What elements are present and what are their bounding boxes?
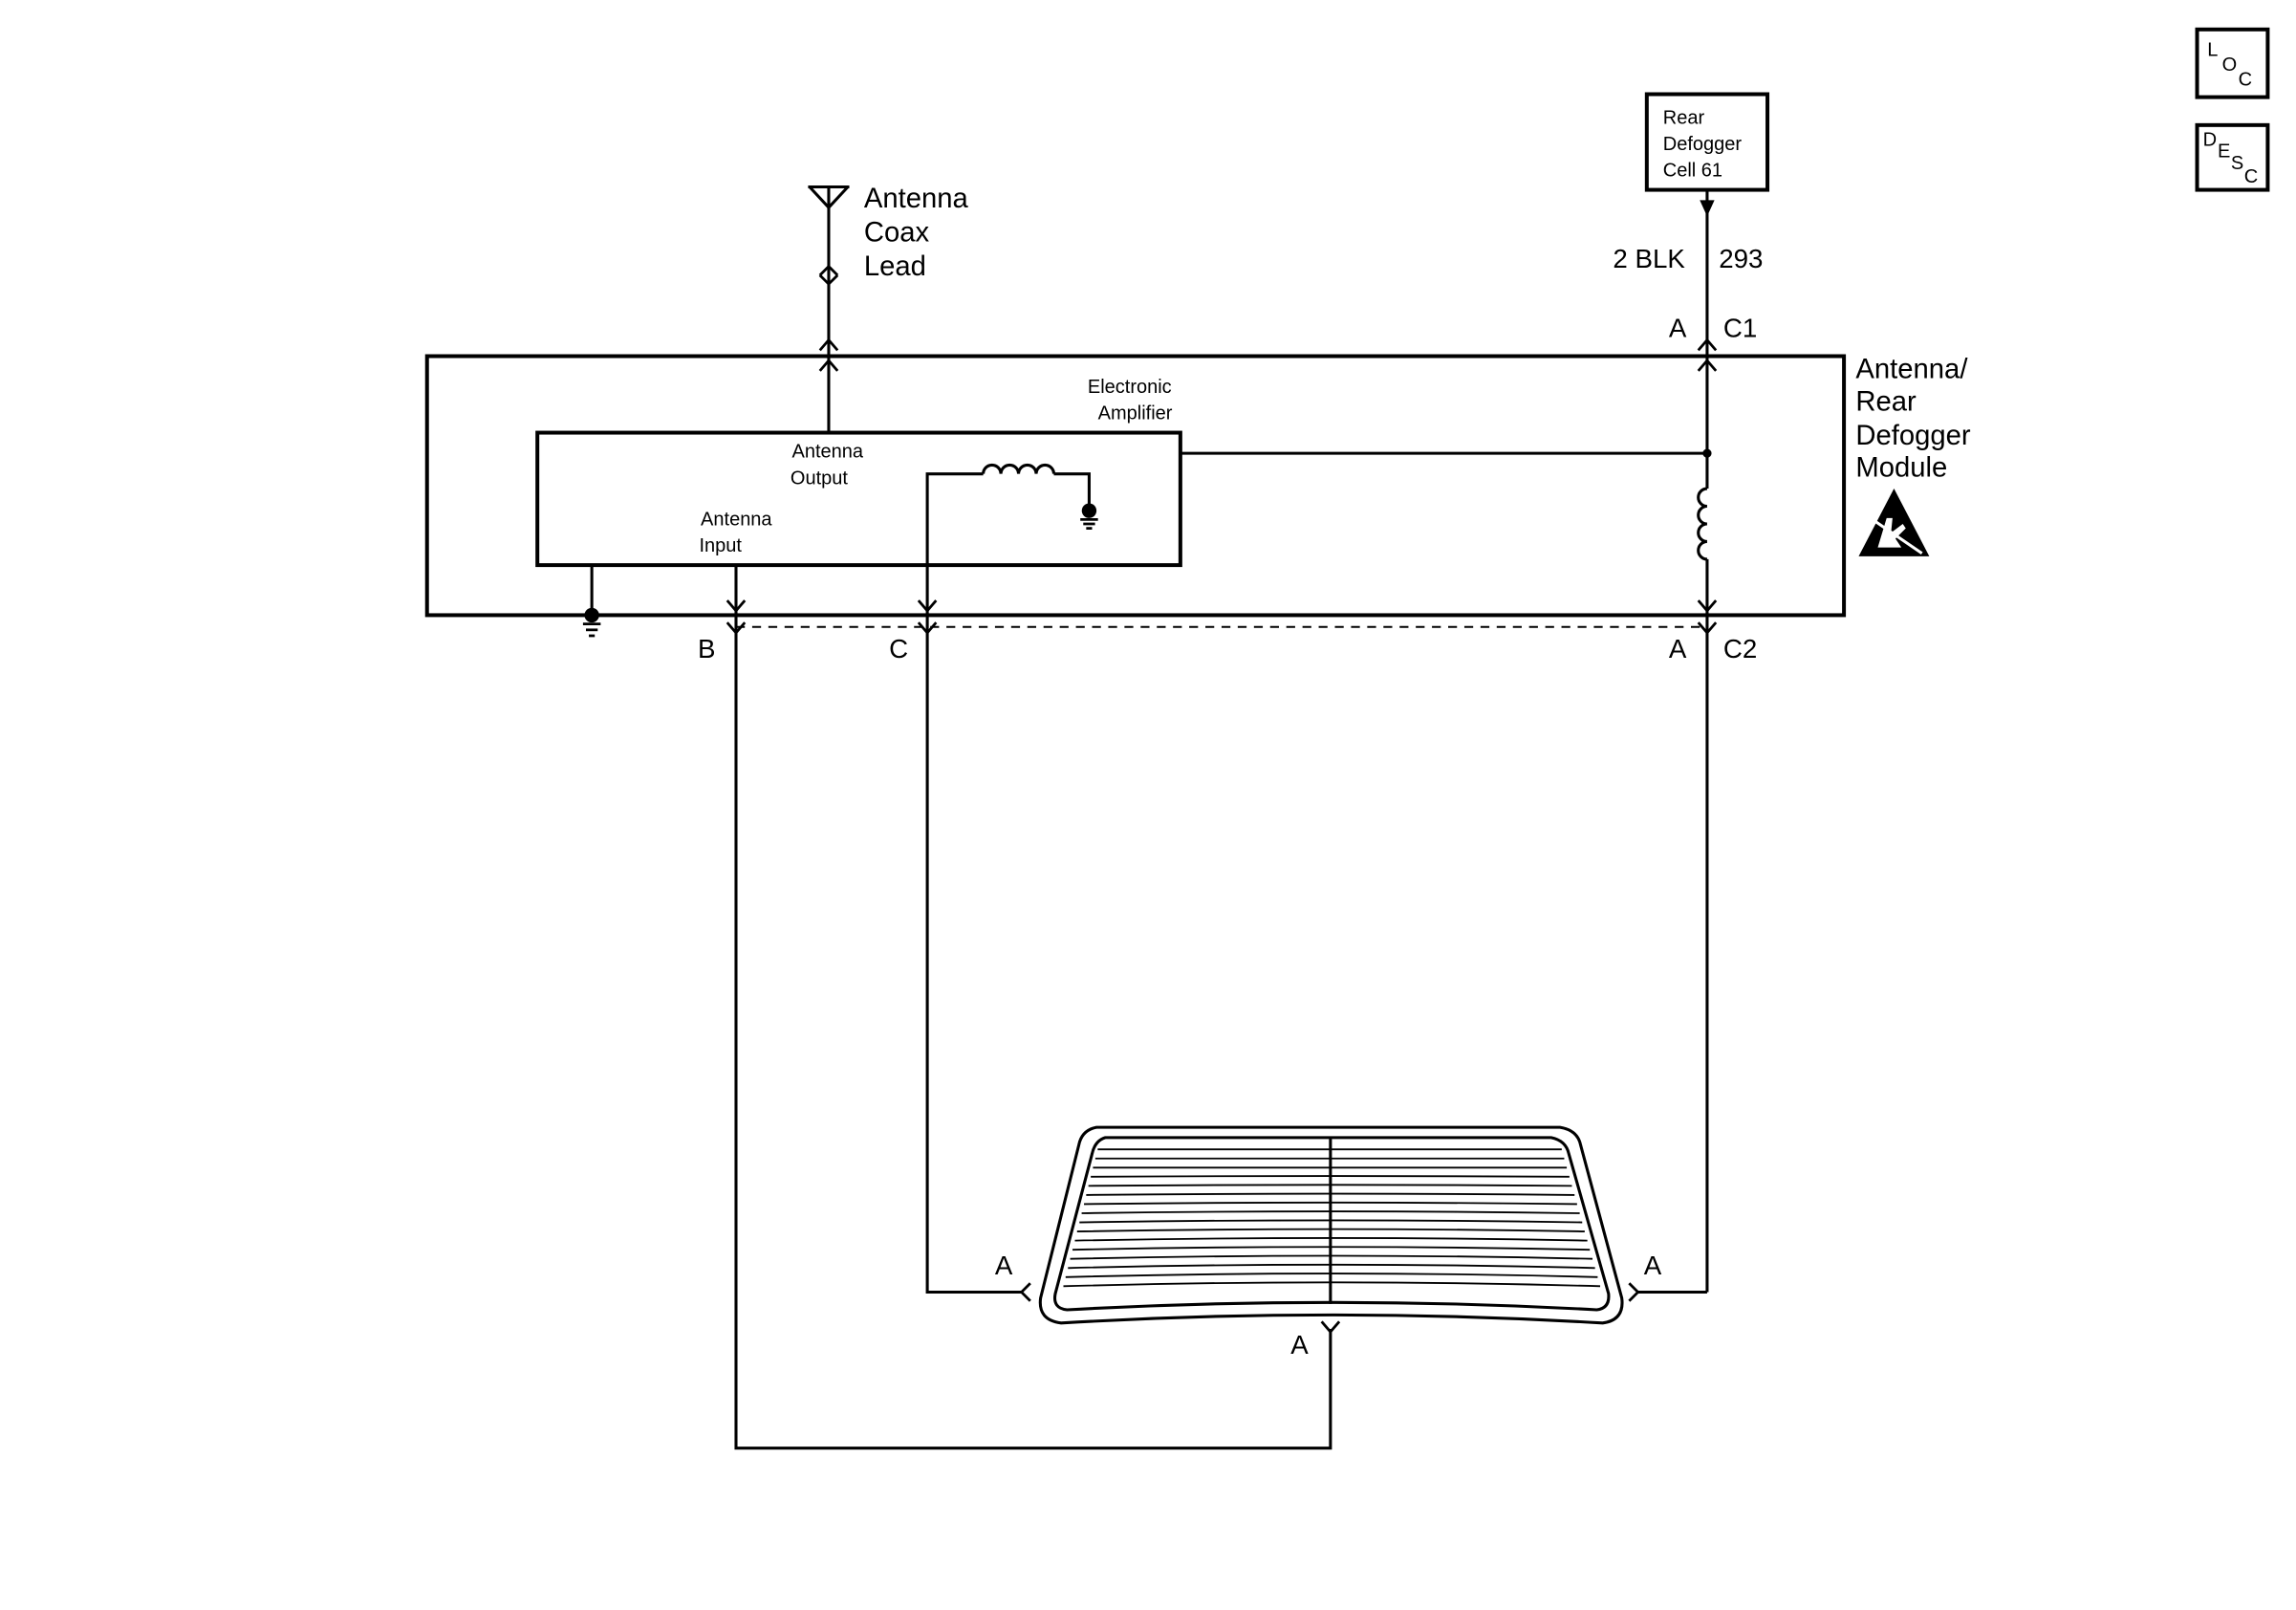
module-label: Antenna/ bbox=[1855, 355, 1968, 385]
antenna-lead-label: Lead bbox=[864, 251, 926, 282]
ground-icon bbox=[1080, 503, 1098, 530]
antenna-input-wire bbox=[734, 565, 1332, 1450]
coax-connector-icon bbox=[818, 273, 839, 287]
loc-letter: C bbox=[2239, 69, 2252, 90]
arrow-down-icon bbox=[917, 599, 938, 613]
desc-letter: E bbox=[2218, 141, 2230, 163]
window-connector-label: A bbox=[1290, 1330, 1309, 1360]
c1-connector-label: C1 bbox=[1723, 314, 1757, 343]
rear-window-defogger-grid bbox=[1038, 1125, 1624, 1325]
arrow-up-icon bbox=[1697, 359, 1718, 372]
amplifier-label: Electronic bbox=[1088, 377, 1172, 398]
amplifier-label: Amplifier bbox=[1098, 403, 1173, 424]
inductor-ground-wire bbox=[1053, 472, 1091, 511]
coax-connector-icon bbox=[818, 337, 839, 352]
electronic-amplifier-box[interactable] bbox=[535, 430, 1182, 568]
cell-box-line: Rear bbox=[1663, 107, 1705, 128]
window-inner-outline bbox=[1053, 1136, 1611, 1312]
antenna-input-label: Input bbox=[700, 535, 743, 556]
loc-letter: O bbox=[2222, 54, 2238, 76]
arrow-up-icon bbox=[818, 359, 839, 372]
grid-sense-wire bbox=[925, 615, 1022, 1295]
desc-letter: D bbox=[2203, 129, 2217, 150]
c1-cavity-label: A bbox=[1669, 314, 1687, 343]
inductor-icon bbox=[982, 463, 1056, 474]
cell-box-line: Defogger bbox=[1663, 134, 1743, 155]
loc-letter: L bbox=[2207, 39, 2218, 60]
window-connector-label: A bbox=[995, 1251, 1013, 1280]
c2-cavity-label: A bbox=[1669, 634, 1687, 664]
window-outline bbox=[1038, 1125, 1624, 1325]
antenna-output-label: Output bbox=[791, 468, 848, 489]
esd-sensitive-icon bbox=[1858, 489, 1930, 556]
desc-button[interactable]: D E S C bbox=[2195, 122, 2270, 192]
window-connector-icon bbox=[1019, 1282, 1031, 1302]
c2-cavity-label: C bbox=[889, 634, 908, 664]
loc-button[interactable]: L O C bbox=[2195, 27, 2270, 99]
desc-letter: C bbox=[2244, 166, 2258, 187]
c2-connector-icon bbox=[1697, 621, 1718, 636]
c2-connector-icon bbox=[726, 621, 747, 636]
antenna-lead-label: Coax bbox=[864, 217, 930, 248]
c1-connector-icon bbox=[1697, 337, 1718, 352]
coax-connector-icon bbox=[818, 264, 839, 276]
antenna-lead-label: Antenna bbox=[864, 184, 969, 214]
cell-box-line: Cell 61 bbox=[1663, 161, 1722, 182]
desc-icon[interactable] bbox=[2195, 122, 2270, 192]
module-label: Rear bbox=[1855, 386, 1917, 417]
wire-gauge-color: 2 BLK bbox=[1613, 244, 1685, 273]
loc-icon[interactable] bbox=[2195, 27, 2270, 99]
antenna-output-label: Antenna bbox=[791, 442, 863, 463]
wire-circuit-number: 293 bbox=[1719, 244, 1763, 273]
module-label: Defogger bbox=[1855, 421, 1971, 451]
ground-icon bbox=[582, 607, 601, 638]
window-connector-label: A bbox=[1644, 1251, 1662, 1280]
arrow-down-icon bbox=[726, 599, 747, 613]
antenna-input-label: Antenna bbox=[701, 510, 772, 531]
desc-letter: S bbox=[2231, 153, 2243, 174]
window-connector-icon bbox=[1628, 1282, 1640, 1302]
rear-defogger-cell-box[interactable]: Rear Defogger Cell 61 bbox=[1644, 92, 1770, 192]
c2-cavity-label: B bbox=[698, 634, 715, 664]
window-connector-icon bbox=[1320, 1320, 1341, 1335]
choke-coil-icon bbox=[1697, 487, 1708, 561]
grid-sense-wire bbox=[925, 472, 984, 616]
arrow-down-icon bbox=[1697, 599, 1718, 613]
c2-connector-label: C2 bbox=[1723, 634, 1757, 664]
antenna-defogger-module-box[interactable] bbox=[424, 354, 1847, 618]
module-label: Module bbox=[1855, 453, 1947, 484]
